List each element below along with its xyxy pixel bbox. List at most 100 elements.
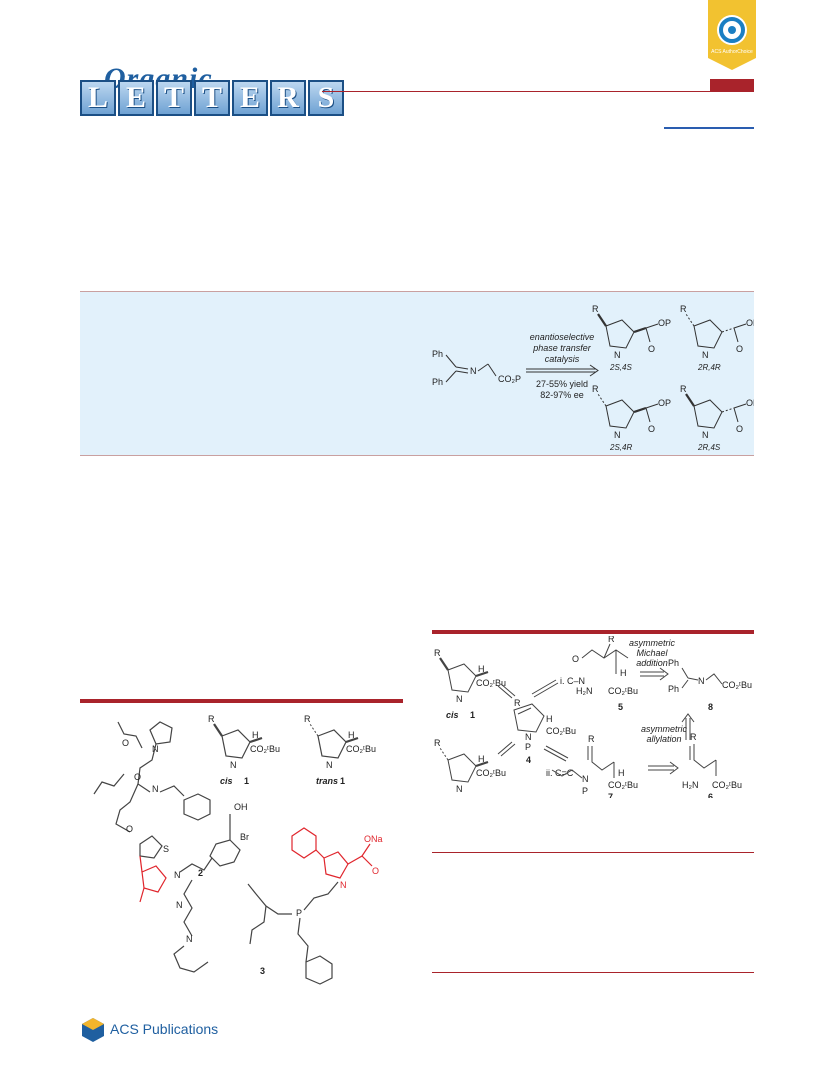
compound-2-label: 2 — [198, 868, 203, 878]
cis-label: cis — [220, 776, 233, 786]
s1-n: N — [582, 774, 589, 784]
acs-publications-logo: ACS Publications — [82, 1018, 218, 1042]
fig1-o: O — [126, 824, 133, 834]
o-label: O — [648, 424, 655, 434]
carbonyl-bond — [733, 323, 747, 329]
r-bond — [685, 313, 695, 327]
scheme1-rule — [432, 630, 754, 634]
nh-label: N — [456, 784, 463, 794]
s1-p: P — [525, 742, 531, 752]
op-label: OP — [746, 318, 754, 328]
ee-text: 82-97% ee — [540, 390, 584, 400]
r-label: R — [680, 304, 687, 314]
h-label: H — [478, 664, 485, 674]
s1-r: R — [608, 636, 615, 644]
h-label: H — [348, 730, 355, 740]
fig1-br: Br — [240, 832, 249, 842]
logo-letter: L — [80, 80, 116, 116]
yield-text: 27-55% yield — [536, 379, 588, 389]
ester-bond — [475, 760, 489, 768]
fig1-ona: ONa — [364, 834, 383, 844]
logo-letter: E — [232, 80, 268, 116]
r-bond — [213, 723, 223, 737]
carbonyl-bond — [733, 403, 747, 409]
logo-letter: S — [308, 80, 344, 116]
r-label: R — [208, 714, 215, 724]
arrow-label-line: phase transfer — [532, 343, 592, 353]
trans-label: trans — [316, 776, 338, 786]
s1-step-ii: ii. C=C — [546, 768, 574, 778]
header-rule — [322, 91, 754, 92]
pyrrolidine-ring — [605, 399, 635, 429]
carbonyl-bond — [645, 323, 659, 329]
r-label: R — [592, 384, 599, 394]
s1-n: N — [698, 676, 705, 686]
o-label: O — [736, 344, 743, 354]
badge-label: ACS AuthorChoice — [711, 49, 753, 55]
fig1-p: P — [296, 908, 302, 918]
arrow-label-line: catalysis — [545, 354, 580, 364]
s1-r: R — [690, 732, 697, 742]
s1-h: H — [620, 668, 627, 678]
nh-label: N — [456, 694, 463, 704]
s1-co2tbu: CO₂ᵗBu — [712, 780, 742, 790]
arrow-label-line: enantioselective — [530, 332, 595, 342]
pyrrolidine-ring — [447, 753, 477, 783]
op-label: OP — [746, 398, 754, 408]
publisher-name: ACS Publications — [110, 1021, 218, 1037]
s1-ph: Ph — [668, 658, 679, 668]
carbonyl-bond — [645, 327, 651, 343]
ester-bond — [721, 407, 735, 413]
o-label: O — [648, 344, 655, 354]
acs-authorchoice-badge: ACS AuthorChoice — [708, 0, 756, 70]
stereo-label: 2R,4R — [697, 363, 721, 372]
nh-label: N — [702, 430, 709, 440]
s1-allylation: asymmetric — [641, 724, 688, 734]
s1-o: O — [572, 654, 579, 664]
fig1-s: S — [163, 844, 169, 854]
logo-letter-row: L E T T E R S — [80, 80, 344, 116]
ester-bond — [249, 736, 263, 744]
r-label: R — [434, 648, 441, 658]
r-bond — [597, 393, 607, 407]
stereo-label: 2R,4S — [697, 443, 721, 452]
nh-label: N — [230, 760, 237, 770]
carbonyl-bond — [733, 327, 739, 343]
fig1-n: N — [186, 934, 193, 944]
s1-h: H — [618, 768, 625, 778]
logo-letter: R — [270, 80, 306, 116]
toc-product: RNOPO2R,4R — [680, 304, 759, 372]
pyrrolidine-ring — [693, 319, 723, 349]
ester-bond — [633, 406, 647, 414]
fig1-oh: OH — [234, 802, 248, 812]
r-bond — [309, 723, 319, 737]
o-label: O — [736, 424, 743, 434]
op-label: OP — [658, 318, 671, 328]
r-bond — [439, 747, 449, 761]
table-bottom-rule — [432, 972, 754, 973]
co2tbu-label: CO₂ᵗBu — [346, 744, 376, 754]
carbonyl-bond — [645, 403, 659, 409]
compound-3-label: 3 — [260, 966, 265, 976]
ester-bond — [721, 327, 735, 333]
compound-number: 1 — [244, 776, 249, 786]
r-label: R — [592, 304, 599, 314]
nh-label: N — [614, 430, 621, 440]
ester-bond — [475, 670, 489, 678]
nh-label: N — [614, 350, 621, 360]
co2tbu-label: CO₂ᵗBu — [476, 678, 506, 688]
fig1-n: N — [174, 870, 181, 880]
toc-product: RNOPO2R,4S — [680, 384, 759, 452]
h-label: H — [478, 754, 485, 764]
s1-ph: Ph — [668, 684, 679, 694]
s1-num8: 8 — [708, 702, 713, 712]
op-label: OP — [658, 398, 671, 408]
header-link-underline[interactable] — [664, 127, 754, 129]
